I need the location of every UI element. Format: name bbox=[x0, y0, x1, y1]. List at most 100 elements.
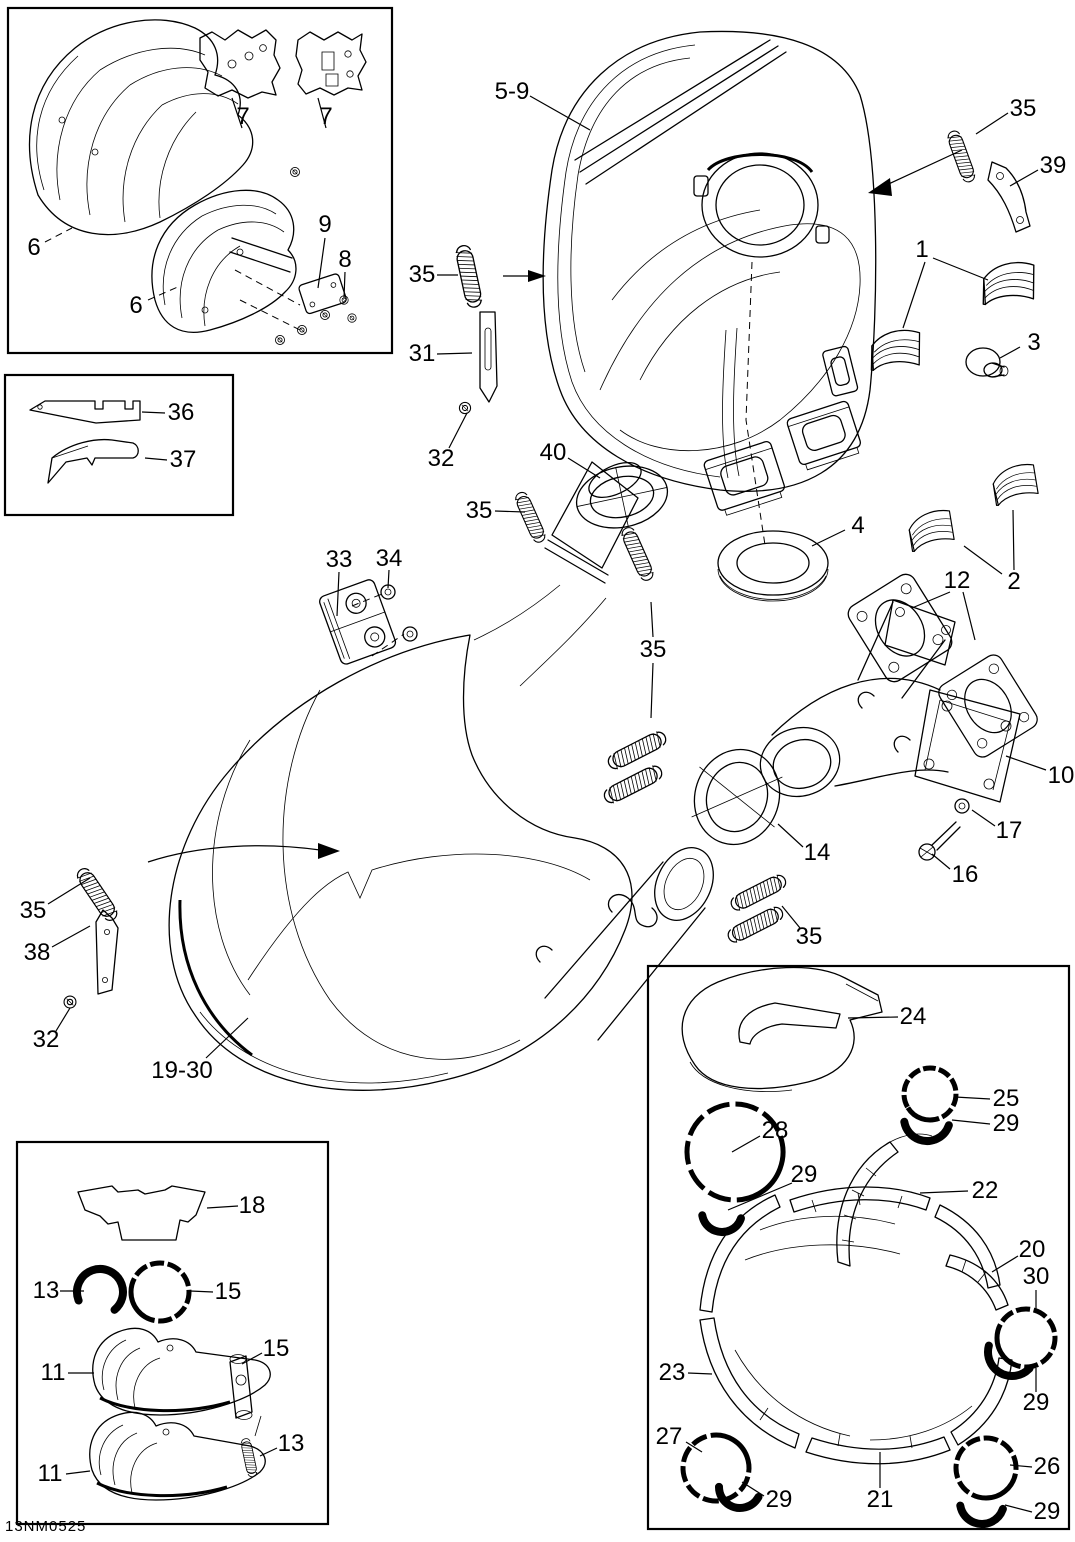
part-callout-37: 37 bbox=[169, 446, 197, 473]
insulation-upper-shells bbox=[699, 1186, 1001, 1313]
part-callout-28: 28 bbox=[761, 1117, 789, 1144]
pipe-heat-shield-11a bbox=[92, 1327, 271, 1416]
pipe-seal-ring-14 bbox=[691, 748, 783, 846]
part-callout-11: 11 bbox=[40, 1359, 66, 1386]
clamp-ring-26 bbox=[953, 1435, 1019, 1501]
part-callout-3: 3 bbox=[1027, 329, 1041, 356]
part-callout-24: 24 bbox=[899, 1003, 927, 1030]
part-callout-29: 29 bbox=[790, 1161, 818, 1188]
part-callout-29: 29 bbox=[992, 1110, 1020, 1137]
part-callout-32: 32 bbox=[427, 445, 455, 472]
clamp-ring-15 bbox=[128, 1260, 192, 1324]
exhaust-gasket-12a bbox=[847, 573, 953, 683]
part-callout-13: 13 bbox=[277, 1430, 305, 1457]
insulation-lower-shells bbox=[699, 1317, 1013, 1465]
part-callout-26: 26 bbox=[1033, 1453, 1061, 1480]
part-callout-8: 8 bbox=[338, 246, 352, 273]
part-callout-14: 14 bbox=[803, 839, 831, 866]
part-callout-25: 25 bbox=[992, 1085, 1020, 1112]
clamp-ring-28 bbox=[684, 1101, 786, 1203]
part-callout-27: 27 bbox=[655, 1423, 683, 1450]
part-callout-34: 34 bbox=[375, 545, 403, 572]
insulation-saddle-24 bbox=[681, 966, 883, 1092]
part-callout-5-9: 5-9 bbox=[494, 78, 530, 105]
gasket-36 bbox=[29, 400, 141, 424]
clamp-halves-1 bbox=[868, 258, 1038, 376]
part-callout-38: 38 bbox=[23, 939, 51, 966]
part-callout-20: 20 bbox=[1018, 1236, 1046, 1263]
part-callout-12: 12 bbox=[943, 567, 971, 594]
clamp-ring-27 bbox=[680, 1432, 752, 1504]
leader-lines bbox=[44, 95, 1047, 1513]
part-callout-10: 10 bbox=[1047, 762, 1075, 789]
hanger-strap-31 bbox=[479, 311, 498, 403]
part-callout-7: 7 bbox=[236, 103, 250, 130]
clamp-ring-30 bbox=[994, 1306, 1058, 1370]
part-callout-6: 6 bbox=[129, 292, 143, 319]
exhaust-springs-35 bbox=[73, 128, 978, 946]
part-callout-6: 6 bbox=[27, 234, 41, 261]
support-strap-39 bbox=[987, 161, 1031, 233]
part-callout-29: 29 bbox=[765, 1486, 793, 1513]
part-callout-35: 35 bbox=[639, 636, 667, 663]
pipe-heat-shield-11b bbox=[89, 1411, 266, 1501]
donut-gasket-4 bbox=[717, 530, 829, 602]
part-callout-22: 22 bbox=[971, 1177, 999, 1204]
part-callout-35: 35 bbox=[465, 497, 493, 524]
part-callout-35: 35 bbox=[1009, 95, 1037, 122]
spring-clip-29d bbox=[956, 1476, 1008, 1528]
spring-clip-29e bbox=[984, 1324, 1041, 1380]
insulation-sleeve-20 bbox=[945, 1254, 1009, 1311]
part-callout-4: 4 bbox=[851, 512, 865, 539]
y-pipe-drawing bbox=[759, 599, 1021, 861]
part-callout-30: 30 bbox=[1022, 1263, 1050, 1290]
part-callout-21: 21 bbox=[866, 1486, 894, 1513]
part-callout-35: 35 bbox=[795, 923, 823, 950]
part-callout-36: 36 bbox=[167, 399, 195, 426]
part-callout-9: 9 bbox=[318, 211, 332, 238]
part-callout-32: 32 bbox=[32, 1026, 60, 1053]
muffler-heat-shield-upper bbox=[28, 19, 254, 236]
foam-pad-left bbox=[199, 29, 281, 99]
hanger-strap-38 bbox=[95, 909, 119, 995]
part-callout-29: 29 bbox=[1033, 1498, 1061, 1525]
muffler-drawing bbox=[473, 30, 877, 687]
part-callout-15: 15 bbox=[262, 1335, 290, 1362]
part-callout-40: 40 bbox=[539, 439, 567, 466]
clamp-halves-2 bbox=[907, 463, 1040, 553]
insulation-piece-18 bbox=[77, 1185, 206, 1241]
grommet-3 bbox=[965, 347, 1009, 378]
part-callout-19-30: 19-30 bbox=[151, 1057, 213, 1084]
screw-32a bbox=[458, 401, 472, 415]
part-callout-33: 33 bbox=[325, 546, 353, 573]
part-callout-17: 17 bbox=[995, 817, 1023, 844]
spacer-tube-15 bbox=[229, 1354, 253, 1420]
part-callout-2: 2 bbox=[1007, 568, 1021, 595]
shield-plate-and-screws bbox=[298, 273, 357, 323]
part-callout-18: 18 bbox=[238, 1192, 266, 1219]
part-callout-31: 31 bbox=[408, 340, 436, 367]
part-callout-15: 15 bbox=[214, 1278, 242, 1305]
part-callout-1: 1 bbox=[915, 236, 929, 263]
gasket-37 bbox=[47, 438, 139, 484]
part-callout-29: 29 bbox=[1022, 1389, 1050, 1416]
part-callout-7: 7 bbox=[319, 103, 333, 130]
part-callout-35: 35 bbox=[408, 261, 436, 288]
small-spring-13 bbox=[239, 1415, 262, 1479]
pipe-clamp-33 bbox=[319, 579, 418, 665]
spring-clip-29b bbox=[698, 1188, 746, 1236]
clamp-ring-25 bbox=[901, 1065, 959, 1123]
part-callout-23: 23 bbox=[658, 1359, 686, 1386]
part-callout-16: 16 bbox=[951, 861, 979, 888]
exhaust-gasket-12b bbox=[938, 654, 1038, 758]
screw-32b bbox=[63, 995, 77, 1009]
gasket-ring-40 bbox=[575, 465, 669, 529]
part-callout-11: 11 bbox=[37, 1460, 63, 1487]
part-callout-35: 35 bbox=[19, 897, 47, 924]
inset-boxes bbox=[3, 6, 1071, 1531]
tuned-pipe-drawing bbox=[147, 634, 714, 1091]
muffler-heat-shield-lower bbox=[151, 167, 330, 345]
retaining-ring-13 bbox=[73, 1265, 127, 1319]
